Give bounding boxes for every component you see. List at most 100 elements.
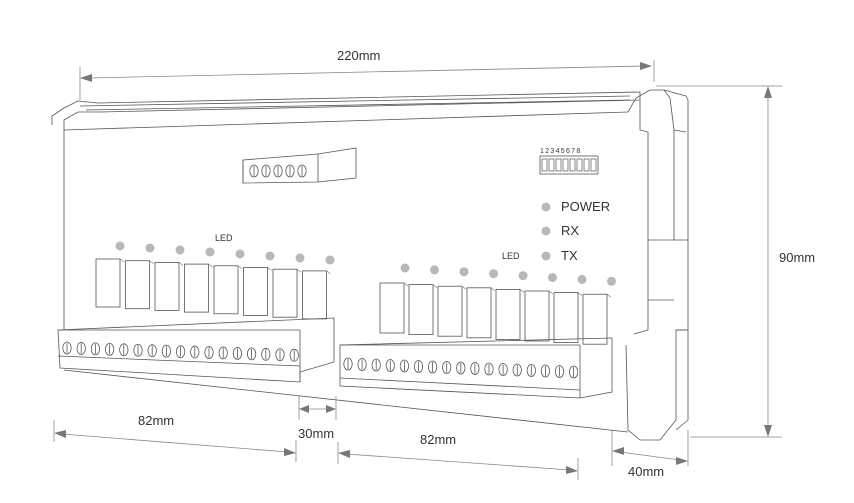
terminal-screw-group	[470, 362, 480, 375]
terminal-screw-group	[232, 346, 242, 360]
dip-slot	[569, 158, 576, 172]
terminal-screw	[371, 358, 381, 372]
terminal-screw	[161, 344, 171, 358]
top-connector-screw	[297, 164, 307, 178]
terminal-screw-group	[133, 343, 143, 357]
relay-edge	[208, 263, 213, 268]
terminal-screw	[275, 348, 285, 362]
relay-led	[325, 255, 335, 265]
terminal-screw	[484, 362, 494, 376]
relay	[408, 284, 434, 336]
terminal-screw-group	[147, 344, 157, 358]
relay-led	[607, 276, 616, 286]
relay-led	[205, 247, 215, 257]
relay	[379, 282, 405, 334]
terminal-screw-group	[343, 357, 353, 371]
relay-edge	[606, 293, 612, 298]
terminal-screw-group	[261, 347, 271, 361]
relay	[272, 268, 298, 318]
relay-led	[145, 243, 155, 253]
relay-led	[489, 269, 498, 279]
terminal-screw-group	[371, 358, 381, 372]
relay	[213, 265, 239, 315]
relay	[553, 292, 579, 344]
relay-led	[295, 253, 305, 263]
device-body	[51, 89, 689, 441]
power-label: POWER	[561, 199, 610, 214]
terminal-screw	[176, 345, 186, 359]
terminal-screw	[456, 361, 466, 375]
terminal-screw	[540, 364, 551, 378]
right-led-label: LED	[502, 251, 520, 261]
relay-led	[115, 241, 125, 251]
relay-led	[235, 249, 245, 259]
relay	[582, 293, 608, 345]
right-block-label: 82mm	[420, 432, 456, 447]
terminal-screw-group	[190, 345, 200, 359]
terminal-screw-group	[176, 345, 186, 359]
relay-edge	[326, 270, 331, 275]
right-relay-bank: LED	[339, 251, 616, 399]
terminal-screw	[261, 347, 271, 361]
depth-dimension: 40mm	[611, 430, 689, 479]
terminal-screw	[273, 164, 283, 178]
gap-dimension: 30mm	[298, 396, 337, 441]
left-led-label: LED	[215, 233, 233, 243]
terminal-screw	[218, 346, 228, 360]
terminal-screw	[232, 346, 242, 360]
terminal-screw	[357, 358, 367, 371]
terminal-screw	[442, 361, 452, 374]
top-connector-screw	[273, 164, 283, 178]
terminal-screw	[385, 359, 395, 372]
dip-slot	[576, 158, 583, 172]
terminal-screw	[90, 342, 101, 356]
terminal-screw-group	[62, 341, 72, 355]
top-connector-screw	[261, 164, 271, 178]
relay-edge	[119, 258, 125, 263]
relay	[495, 288, 521, 340]
terminal-screw-group	[357, 358, 367, 371]
power-led	[541, 202, 551, 212]
height-dimension: 90mm	[656, 85, 815, 438]
relay	[302, 270, 327, 320]
relay-led	[459, 267, 469, 277]
relay	[154, 261, 180, 311]
terminal-screw-group	[105, 342, 115, 356]
terminal-screw-group	[76, 342, 86, 355]
dip-slot	[590, 158, 597, 172]
terminal-screw	[261, 164, 271, 178]
terminal-screw-group	[456, 361, 466, 375]
depth-label: 40mm	[628, 464, 664, 479]
terminal-screw-group	[385, 359, 395, 372]
relay	[524, 290, 550, 342]
top-connector	[242, 147, 357, 184]
top-width-dimension: 220mm	[79, 48, 655, 100]
left-relay-bank: LED	[57, 233, 335, 383]
top-connector-screw	[285, 164, 295, 178]
relay	[95, 258, 121, 308]
terminal-screw	[413, 360, 424, 373]
terminal-screw	[247, 347, 257, 361]
relay-led	[548, 273, 557, 282]
right-block-dimension: 82mm	[337, 432, 579, 480]
terminal-screw-group	[413, 360, 424, 373]
dip-slot	[583, 158, 590, 172]
dip-slot	[541, 158, 548, 172]
height-label: 90mm	[779, 250, 815, 265]
terminal-screw-group	[498, 363, 508, 376]
relay-edge	[403, 282, 409, 287]
terminal-screw	[105, 342, 115, 356]
terminal-screw	[554, 365, 565, 378]
terminal-screw	[399, 359, 409, 373]
terminal-screw	[133, 343, 143, 357]
terminal-screw	[568, 365, 579, 379]
relay-led	[430, 265, 439, 275]
terminal-screw-group	[275, 348, 285, 362]
relay-edge	[548, 290, 554, 295]
relay-led	[265, 251, 275, 261]
dip-switch-numbers: 12345678	[540, 148, 582, 155]
relay-led	[175, 245, 185, 255]
relay-led	[518, 271, 528, 281]
terminal-screw-group	[289, 348, 299, 362]
